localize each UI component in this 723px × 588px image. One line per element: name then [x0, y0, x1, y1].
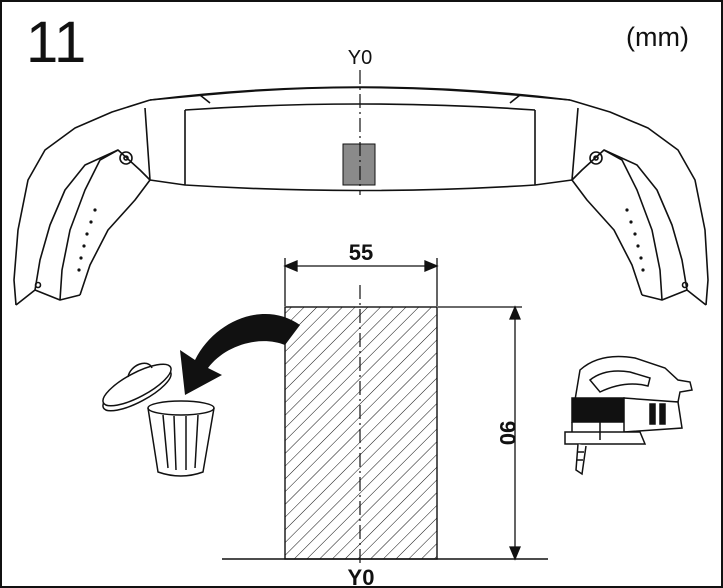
width-value: 55: [349, 240, 373, 265]
cutout-rectangle: [284, 306, 438, 560]
height-dimension: [438, 305, 522, 561]
rear-bumper-icon: [13, 86, 709, 306]
curved-arrow-icon: [180, 313, 300, 395]
width-dimension: [283, 258, 439, 306]
jigsaw-icon: [564, 355, 693, 476]
unit-label: (mm): [626, 22, 689, 52]
trash-can-icon: [102, 362, 215, 477]
height-value: 90: [495, 421, 520, 445]
bumper-vent-dots: [77, 208, 645, 272]
step-number: 11: [26, 10, 86, 75]
y0-bottom-label: Y0: [348, 565, 375, 588]
y0-top-label: Y0: [348, 47, 372, 69]
cut-area-marker-icon: [342, 143, 376, 186]
